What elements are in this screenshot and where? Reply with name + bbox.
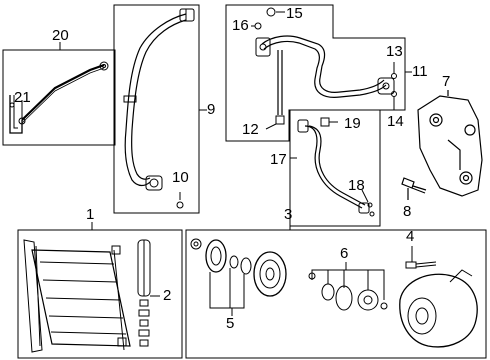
- callout-17: 17: [270, 151, 287, 168]
- callout-12: 12: [242, 121, 259, 138]
- callout-20: 20: [52, 27, 69, 44]
- suction-pipe-box-11: [225, 4, 412, 142]
- liquid-line-box-17: [289, 109, 381, 227]
- callout-2: 2: [163, 287, 172, 304]
- callout-8: 8: [403, 203, 412, 220]
- callout-21: 21: [14, 89, 31, 106]
- callout-19: 19: [344, 115, 361, 132]
- callout-15: 15: [286, 5, 303, 22]
- callout-4: 4: [406, 228, 415, 245]
- callout-10: 10: [172, 169, 189, 186]
- callout-16: 16: [232, 17, 249, 34]
- callout-9: 9: [207, 101, 216, 118]
- bracket-line-box-20: [2, 42, 116, 146]
- callout-5: 5: [226, 315, 235, 332]
- condenser-box-1: [17, 222, 183, 359]
- compressor-bracket-7: [401, 90, 483, 200]
- callout-14: 14: [387, 113, 404, 130]
- compressor-box-3: [185, 222, 487, 359]
- callout-6: 6: [340, 245, 349, 262]
- callout-1: 1: [86, 206, 95, 223]
- discharge-hose-box-9: [113, 4, 207, 214]
- callout-11: 11: [412, 63, 428, 80]
- callout-7: 7: [442, 73, 451, 90]
- callout-18: 18: [348, 177, 365, 194]
- callout-3: 3: [284, 206, 293, 223]
- callout-13: 13: [386, 43, 403, 60]
